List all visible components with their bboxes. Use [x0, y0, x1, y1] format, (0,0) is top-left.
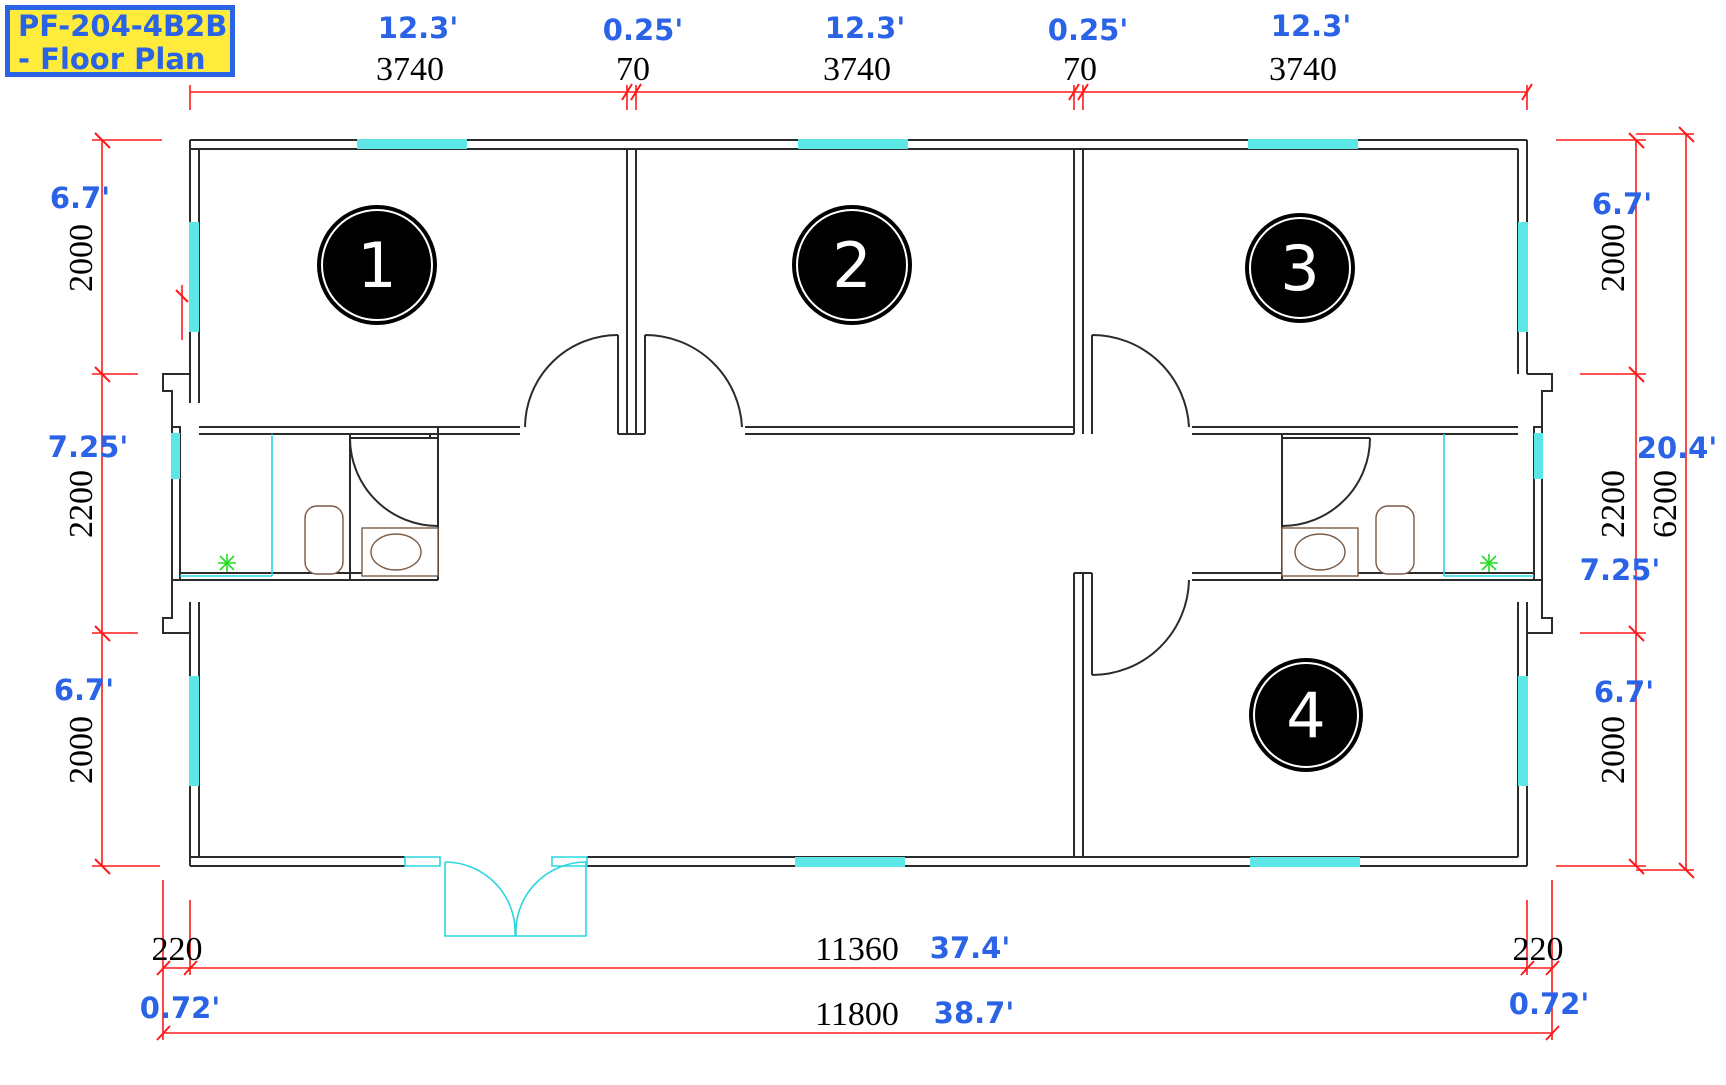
dim-bottom-outer-right-ft: 0.72' — [1509, 987, 1589, 1021]
dim-left-3-mm: 2000 — [63, 716, 100, 784]
shower-drain-right-icon — [1480, 554, 1498, 572]
dim-bottom-outer-mm: 11800 — [815, 996, 899, 1033]
window-room1-left — [189, 222, 199, 332]
dim-right-total-ft: 20.4' — [1637, 431, 1717, 465]
window-living-left — [189, 676, 199, 786]
partition-1-2 — [617, 149, 646, 435]
sink-basin-right — [1294, 533, 1346, 571]
right-bath-bumpout — [1527, 373, 1553, 634]
left-bath-interior — [349, 427, 439, 580]
window-room3-right — [1518, 222, 1528, 332]
dim-top-2-mm: 70 — [616, 51, 650, 88]
dim-top-1-mm: 3740 — [376, 51, 444, 88]
room-number-1: 1 — [357, 229, 396, 302]
door-bath-right — [1281, 437, 1371, 527]
window-room3-top — [1248, 139, 1358, 149]
room-number-4: 4 — [1286, 679, 1325, 752]
plan-title-code: PF-204-4B2B — [18, 9, 228, 43]
dim-bottom-inner-ft: 37.4' — [930, 931, 1010, 965]
shower-drain-left-icon — [218, 554, 236, 572]
dim-right-1-mm: 2000 — [1595, 224, 1632, 292]
window-room1-top — [357, 139, 467, 149]
room-badge-4: 4 — [1249, 658, 1363, 772]
dim-top-1-ft: 12.3' — [378, 11, 458, 45]
dim-left-2-mm: 2200 — [63, 470, 100, 538]
left-bathroom-fixtures — [180, 434, 439, 577]
top-dimension-labels: 12.3' 3740 0.25' 70 12.3' 3740 0.25' 70 … — [376, 9, 1351, 88]
window-bath-right — [1534, 433, 1543, 479]
right-dimension-labels: 6.7' 2000 7.25' 2200 6.7' 2000 20.4' 620… — [1580, 187, 1717, 784]
toilet-left — [304, 505, 344, 575]
dim-left-1-ft: 6.7' — [50, 181, 110, 215]
door-bath-left — [349, 437, 439, 527]
room-badge-1: 1 — [317, 205, 437, 325]
bottom-dimension-labels: 220 11360 37.4' 220 0.72' 11800 38.7' 0.… — [140, 931, 1589, 1033]
door-room-3 — [1091, 333, 1190, 428]
left-bath-bumpout — [162, 373, 190, 634]
dim-right-3-mm: 2000 — [1595, 716, 1632, 784]
outer-wall-bottom — [190, 856, 1527, 867]
dim-top-3-mm: 3740 — [823, 51, 891, 88]
dim-left-2-ft: 7.25' — [48, 430, 128, 464]
room-badge-3: 3 — [1245, 213, 1355, 323]
dim-bottom-right-mm: 220 — [1513, 931, 1564, 968]
dim-left-1-mm: 2000 — [63, 224, 100, 292]
windows — [171, 139, 1543, 867]
left-bath-wall-lower — [180, 434, 439, 581]
room-number-2: 2 — [832, 229, 871, 302]
window-room4-bottom — [1250, 857, 1360, 867]
dim-right-1-ft: 6.7' — [1592, 187, 1652, 221]
left-dimension-labels: 6.7' 2000 7.25' 2200 6.7' 2000 — [48, 181, 128, 784]
dim-top-2-ft: 0.25' — [603, 13, 683, 47]
room-badge-2: 2 — [792, 205, 912, 325]
dim-bottom-left-mm: 220 — [152, 931, 203, 968]
window-bath-left — [171, 433, 180, 479]
toilet-right — [1375, 505, 1415, 575]
right-bathroom-fixtures — [1281, 434, 1534, 577]
dim-top-5-ft: 12.3' — [1271, 9, 1351, 43]
plan-title-box: PF-204-4B2B - Floor Plan — [5, 5, 235, 77]
dim-bottom-outer-left-ft: 0.72' — [140, 991, 220, 1025]
dim-right-total-mm: 6200 — [1647, 470, 1684, 538]
dim-bottom-outer-ft: 38.7' — [934, 996, 1014, 1030]
door-room-4 — [1091, 579, 1190, 676]
partition-2-3 — [1073, 149, 1093, 434]
door-room-2 — [644, 333, 743, 428]
dim-bottom-inner-mm: 11360 — [815, 931, 899, 968]
sink-basin-left — [370, 533, 422, 571]
window-room4-right — [1518, 676, 1528, 786]
window-room2-top — [798, 139, 908, 149]
dim-top-4-ft: 0.25' — [1048, 13, 1128, 47]
door-room-1 — [524, 334, 619, 428]
dim-right-3-ft: 6.7' — [1594, 675, 1654, 709]
shower-partition-left — [180, 434, 273, 577]
dim-right-2-mm: 2200 — [1595, 470, 1632, 538]
dim-top-3-ft: 12.3' — [825, 11, 905, 45]
plan-title-label: - Floor Plan — [18, 42, 206, 76]
shower-partition-right — [1443, 434, 1534, 577]
window-living-bottom — [795, 857, 905, 867]
dimension-lines — [92, 83, 1695, 1041]
room-number-3: 3 — [1280, 232, 1319, 305]
corridor-wall-upper — [199, 426, 1518, 435]
dim-top-5-mm: 3740 — [1269, 51, 1337, 88]
entrance-double-door — [404, 856, 588, 937]
dim-right-2-ft: 7.25' — [1580, 553, 1660, 587]
dim-top-4-mm: 70 — [1063, 51, 1097, 88]
doors — [349, 333, 1371, 937]
dim-left-3-ft: 6.7' — [54, 673, 114, 707]
